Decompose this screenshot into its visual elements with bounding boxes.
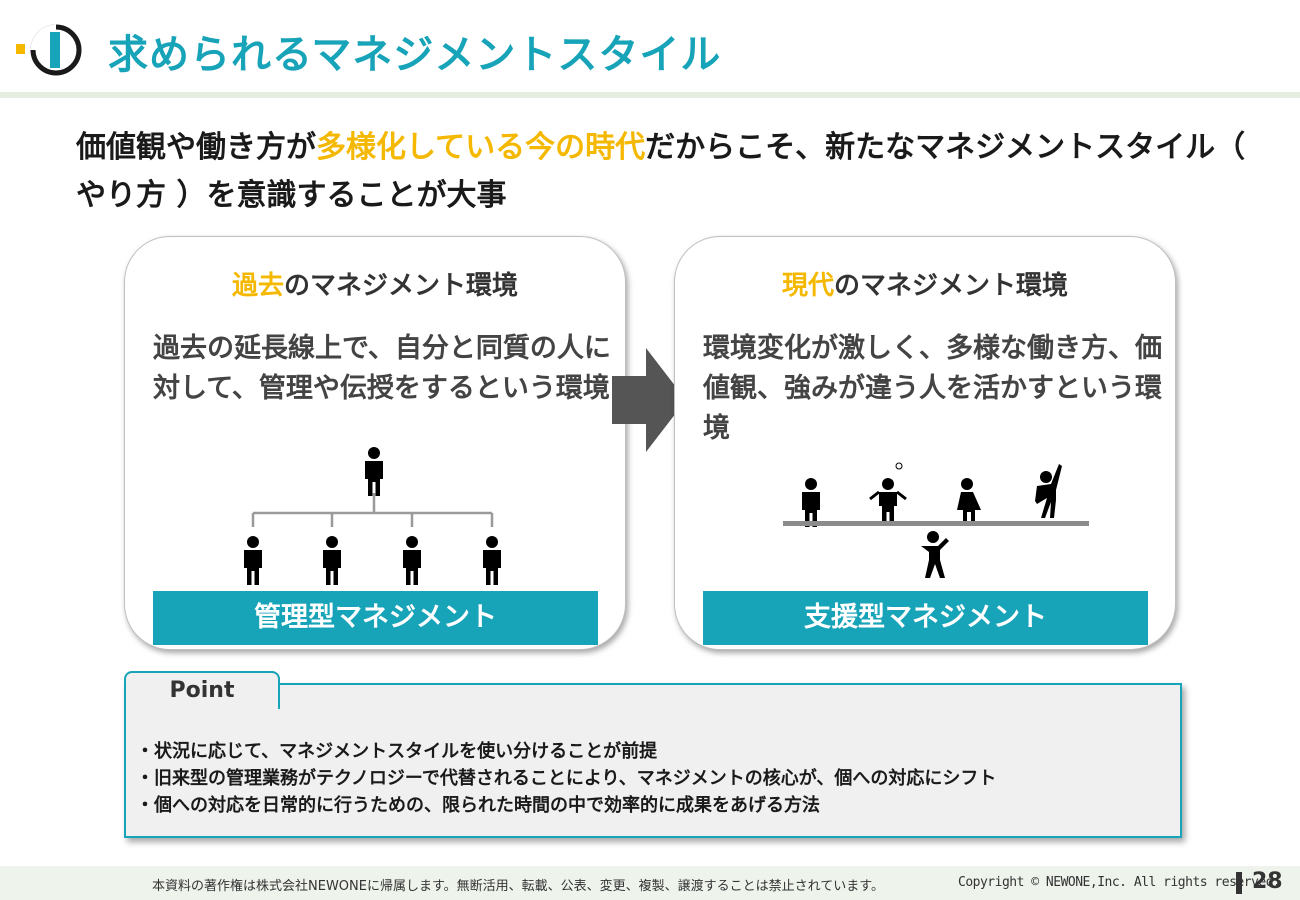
headline: 価値観や働き方が多様化している今の時代だからこそ、新たなマネジメントスタイル（ … bbox=[76, 124, 1256, 220]
person-icon bbox=[244, 536, 262, 585]
point-tab: Point bbox=[124, 671, 280, 709]
now-panel-heading: 現代のマネジメント環境 bbox=[675, 265, 1175, 302]
current-management-panel: 現代のマネジメント環境 環境変化が激しく、多様な働き方、価値観、強みが違う人を活… bbox=[674, 236, 1176, 650]
newone-logo-icon bbox=[16, 24, 82, 76]
support-management-label: 支援型マネジメント bbox=[703, 591, 1148, 645]
headline-pre: 価値観や働き方が bbox=[76, 130, 316, 165]
copyright-line: Copyright © NEWONE,Inc. All rights reser… bbox=[958, 875, 1281, 890]
person-icon bbox=[957, 478, 981, 526]
person-icon bbox=[365, 447, 383, 496]
past-heading-accent: 過去 bbox=[231, 271, 284, 301]
page-number: 28 bbox=[1252, 869, 1283, 894]
point-item: ・旧来型の管理業務がテクノロジーで代替されることにより、マネジメントの核心が、個… bbox=[136, 768, 997, 789]
person-icon bbox=[1035, 464, 1062, 518]
now-panel-body: 環境変化が激しく、多様な働き方、価値観、強みが違う人を活かすという環境 bbox=[703, 333, 1162, 444]
header: 求められるマネジメントスタイル bbox=[0, 0, 1300, 92]
headline-accent: 多様化している今の時代 bbox=[316, 130, 646, 165]
now-heading-accent: 現代 bbox=[781, 271, 834, 301]
past-panel-heading: 過去のマネジメント環境 bbox=[125, 265, 625, 302]
copyright-notice: 本資料の著作権は株式会社NEWONEに帰属します。無断活用、転載、公表、変更、複… bbox=[152, 879, 884, 894]
person-icon bbox=[802, 478, 820, 527]
past-panel-body: 過去の延長線上で、自分と同質の人に対して、管理や伝授をするという環境 bbox=[153, 333, 611, 404]
past-heading-rest: のマネジメント環境 bbox=[284, 271, 519, 301]
now-heading-rest: のマネジメント環境 bbox=[834, 271, 1069, 301]
arrow-right-icon bbox=[612, 348, 686, 452]
control-management-label: 管理型マネジメント bbox=[153, 591, 598, 645]
page-title: 求められるマネジメントスタイル bbox=[108, 32, 722, 78]
person-icon bbox=[323, 536, 341, 585]
point-list: ・状況に応じて、マネジメントスタイルを使い分けることが前提 ・旧来型の管理業務が… bbox=[136, 738, 1176, 819]
past-management-panel: 過去のマネジメント環境 過去の延長線上で、自分と同質の人に対して、管理や伝授をす… bbox=[124, 236, 626, 650]
footer-separator bbox=[1236, 872, 1242, 894]
point-item: ・個への対応を日常的に行うための、限られた時間の中で効率的に成果をあげる方法 bbox=[136, 795, 820, 816]
person-icon bbox=[921, 531, 949, 578]
point-box bbox=[124, 683, 1182, 838]
person-icon bbox=[483, 536, 501, 585]
header-divider bbox=[0, 92, 1300, 98]
person-icon bbox=[869, 462, 907, 526]
person-icon bbox=[403, 536, 421, 585]
headline-post: だからこそ、新たなマネジメントスタイル（ やり方 ）を意識することが大事 bbox=[76, 130, 1246, 213]
point-item: ・状況に応じて、マネジメントスタイルを使い分けることが前提 bbox=[136, 741, 658, 762]
footer: 本資料の著作権は株式会社NEWONEに帰属します。無断活用、転載、公表、変更、複… bbox=[0, 866, 1300, 900]
